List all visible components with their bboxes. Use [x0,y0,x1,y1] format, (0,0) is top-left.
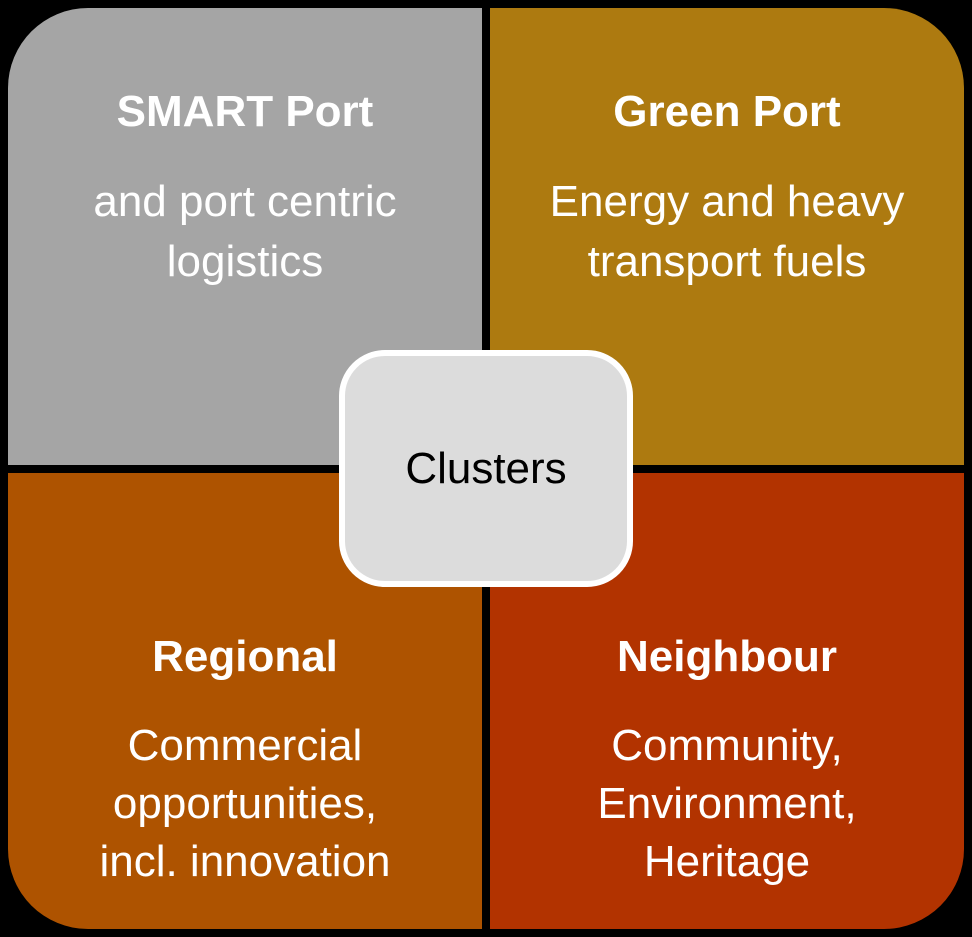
quadrant-title: Neighbour [617,632,837,681]
quadrant-description: Energy and heavy transport fuels [549,177,905,286]
quadrant-title: SMART Port [116,87,374,136]
quadrant-title: Regional [152,632,338,681]
quadrant-description: Community, Environment, Heritage [597,721,857,886]
quadrant-description: Commercial opportunities, incl. innovati… [99,721,391,886]
center-clusters-box: Clusters [339,350,633,587]
center-label: Clusters [405,443,567,493]
quadrant-title: Green Port [613,87,841,136]
quadrant-description: and port centric logistics [93,177,397,286]
quadrant-smart-port: SMART Port and port centric logistics [8,8,482,465]
